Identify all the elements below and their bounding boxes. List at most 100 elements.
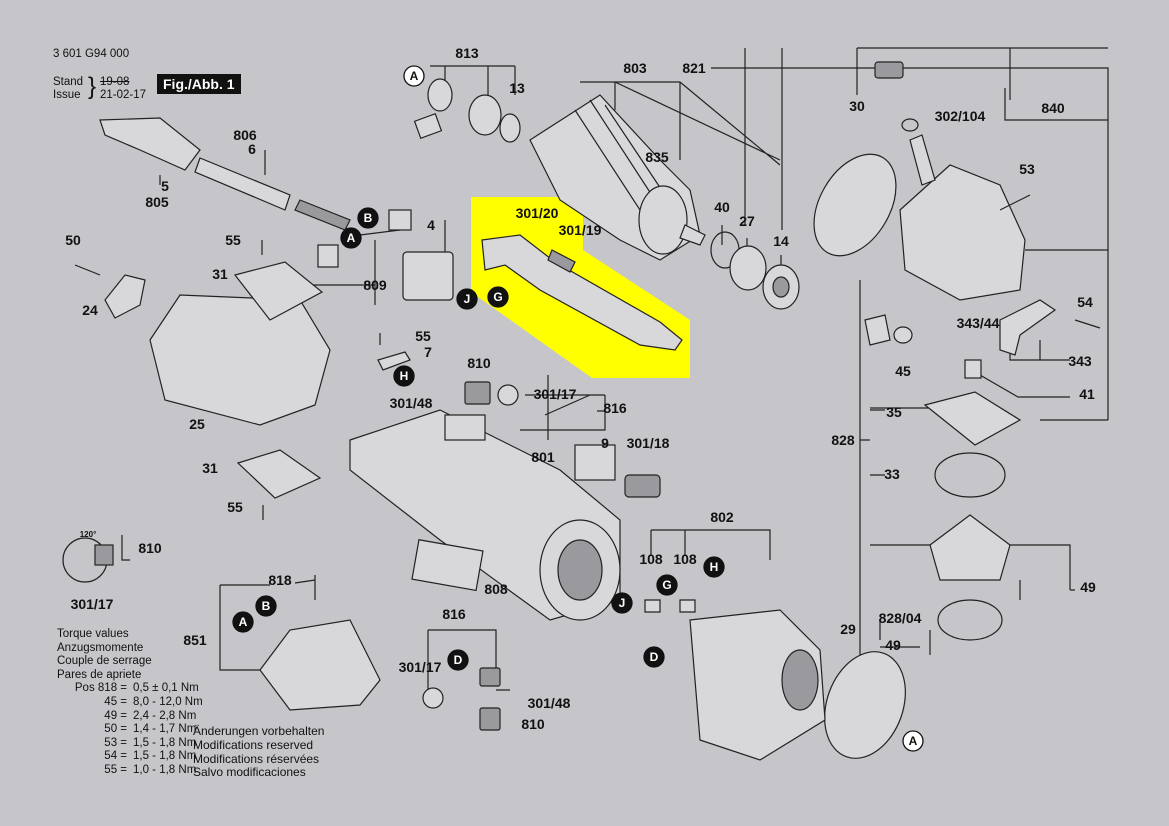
marker-letter: B [364,211,373,225]
callout-55: 55 [227,499,243,515]
torque-table: Torque values Anzugsmomente Couple de se… [57,628,203,778]
callout-840: 840 [1041,100,1065,116]
callout-49: 49 [885,637,901,653]
marker-a: A [902,730,924,752]
callout-4: 4 [427,217,435,233]
callout-35: 35 [886,404,902,420]
leader-lines [121,47,1109,720]
callout-5: 5 [161,178,169,194]
callout-803: 803 [623,60,647,76]
callout-828: 828 [831,432,855,448]
callout-810: 810 [138,540,162,556]
callout-816: 816 [442,606,466,622]
marker-letter: G [662,578,671,592]
marker-g: G [656,574,678,596]
callout-806: 806 [233,127,257,143]
brace: } [88,73,97,100]
marker-letter: A [239,615,248,629]
torque-pos: Pos 818 = [74,682,127,695]
torque-row: Pos 818 =0,5 ± 0,1 Nm [57,682,203,696]
callout-818: 818 [268,572,292,588]
marker-g: G [487,286,509,308]
mod-line: Änderungen vorbehalten [193,724,325,738]
torque-value: 1,5 - 1,8 Nm [133,736,197,749]
callout-108: 108 [673,551,697,567]
marker-letter: A [410,69,419,83]
marker-j: J [611,592,633,614]
callout-49: 49 [1080,579,1096,595]
callout-55: 55 [415,328,431,344]
marker-h: H [393,365,415,387]
callout-828-04: 828/04 [879,610,922,626]
marker-a: A [403,65,425,87]
marker-a: A [232,611,254,633]
callout-301-19: 301/19 [559,222,602,238]
callout-835: 835 [645,149,669,165]
torque-pos: 53 = [104,736,127,749]
marker-letter: D [454,653,463,667]
marker-letter: J [619,596,626,610]
mod-line: Modifications réservées [193,751,320,766]
callout-813: 813 [455,45,479,61]
marker-letter: H [400,369,409,383]
torque-value: 2,4 - 2,8 Nm [133,709,197,722]
callout-9: 9 [601,435,609,451]
torque-title: Couple de serrage [57,655,152,668]
callout-301-17: 301/17 [534,386,577,402]
callout-802: 802 [710,509,734,525]
marker-letter: J [464,292,471,306]
callout-31: 31 [212,266,228,282]
callout-54: 54 [1077,294,1093,310]
callout-29: 29 [840,621,856,637]
stand-label: Stand [53,76,84,88]
torque-pos: 54 = [104,750,127,763]
callout-53: 53 [1019,161,1035,177]
part-number: 3 601 G94 000 [53,48,130,60]
parts [62,61,1101,761]
callout-821: 821 [682,60,706,76]
torque-value: 1,0 - 1,8 Nm [133,763,197,776]
callout-31: 31 [202,460,218,476]
callout-50: 50 [65,232,81,248]
callout-7: 7 [424,344,432,360]
callout-13: 13 [509,80,525,96]
torque-title: Torque values [57,628,129,640]
callout-343: 343 [1068,353,1092,369]
torque-pos: 55 = [104,763,127,776]
torque-value: 8,0 - 12,0 Nm [133,695,203,708]
mod-line: Salvo modificaciones [193,765,306,780]
torque-title: Anzugsmomente [57,641,144,654]
torque-row: 54 = 1,5 - 1,8 Nm [57,750,203,764]
callout-33: 33 [884,466,900,482]
callout-302-104: 302/104 [935,108,986,124]
callout-55: 55 [225,232,241,248]
marker-h: H [703,556,725,578]
callout-301-18: 301/18 [627,435,670,451]
callout-40: 40 [714,199,730,215]
callout-301-17: 301/17 [71,596,114,612]
torque-title: Pares de apriete [57,668,142,681]
mod-line: Modifications reserved [193,737,314,752]
marker-b: B [255,595,277,617]
callout-343-44: 343/44 [957,315,1000,331]
issue-label: Issue [53,89,81,101]
torque-pos: 50 = [104,723,127,736]
torque-row: 45 = 8,0 - 12,0 Nm [57,695,203,710]
callout-27: 27 [739,213,755,229]
torque-pos: 45 = [104,695,127,708]
torque-value: 1,5 - 1,8 Nm [133,750,197,763]
callout-41: 41 [1079,386,1095,402]
marker-letter: G [493,290,502,304]
callout-108: 108 [639,551,663,567]
callout-301-20: 301/20 [516,205,559,221]
callout-808: 808 [484,581,508,597]
marker-letter: H [710,560,719,574]
torque-row: 53 = 1,5 - 1,8 Nm [57,737,203,751]
marker-j: J [456,288,478,310]
marker-letter: A [347,231,356,245]
marker-a: A [340,227,362,249]
figure-label: Fig./Abb. 1 [157,74,241,94]
marker-b: B [357,207,379,229]
